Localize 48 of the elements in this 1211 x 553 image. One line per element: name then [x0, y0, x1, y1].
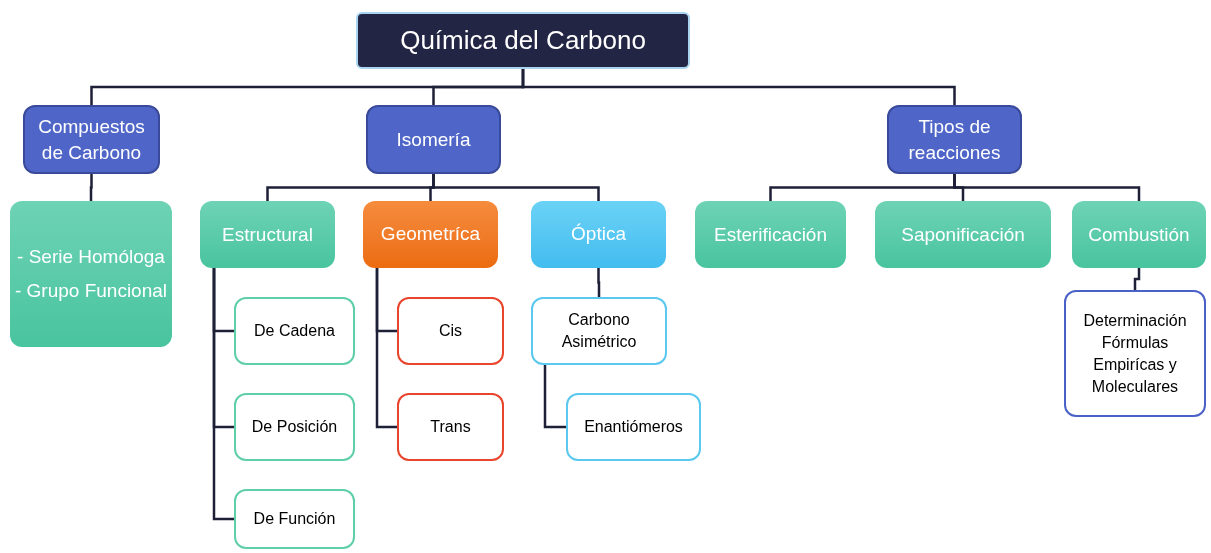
connector-line	[212, 268, 234, 521]
topic-box	[366, 105, 501, 174]
node-text: Determinación Fórmulas Empirícas y Moleculares	[1082, 310, 1188, 397]
subtopic-box	[695, 201, 846, 268]
node-text: Isomería	[396, 127, 471, 152]
subtopic-box	[875, 201, 1051, 268]
concept-box	[234, 297, 355, 365]
node-text: Carbono Asimétrico	[560, 310, 638, 352]
concept-box	[234, 393, 355, 461]
topic-box	[887, 105, 1022, 174]
concept-box	[1064, 290, 1206, 417]
node-text: Trans	[430, 417, 471, 437]
node-text: Estructural	[222, 222, 313, 247]
connector-line	[432, 174, 600, 201]
node-text: De Función	[253, 509, 336, 529]
node-text: Óptica	[571, 222, 626, 247]
connector-line	[521, 69, 956, 105]
subtopic-box	[531, 201, 666, 268]
node-text: Química del Carbono	[400, 24, 646, 57]
connector-line	[543, 365, 566, 429]
connector-line	[89, 174, 93, 201]
subtopic-box	[200, 201, 335, 268]
concept-box	[531, 297, 667, 365]
connector-line	[375, 268, 397, 429]
node-text: Geometríca	[380, 222, 481, 247]
subtopic-box	[363, 201, 498, 268]
node-text: Combustión	[1088, 222, 1190, 247]
node-text: Compuestos de Carbono	[37, 114, 146, 165]
node-text: Cis	[438, 321, 463, 341]
node-text: Tipos de reacciones	[907, 114, 1002, 165]
node-text: De Posición	[251, 417, 338, 437]
connector-line	[1133, 268, 1141, 290]
node-text: Esterificación	[714, 222, 827, 247]
node-text: Saponificación	[901, 222, 1025, 247]
topic-box	[23, 105, 160, 174]
node-text: Enantiómeros	[584, 417, 683, 437]
subtopic-box	[1072, 201, 1206, 268]
node-text: - Grupo Funcional	[14, 279, 168, 303]
subtopic-box	[10, 201, 172, 347]
connector-line	[597, 268, 601, 297]
title-box	[356, 12, 690, 69]
concept-box	[566, 393, 701, 461]
concept-box	[397, 393, 504, 461]
concept-box	[234, 489, 355, 549]
connector-line	[953, 174, 1141, 201]
concept-box	[397, 297, 504, 365]
node-text: De Cadena	[254, 321, 335, 341]
node-text: - Serie Homóloga	[17, 245, 165, 269]
